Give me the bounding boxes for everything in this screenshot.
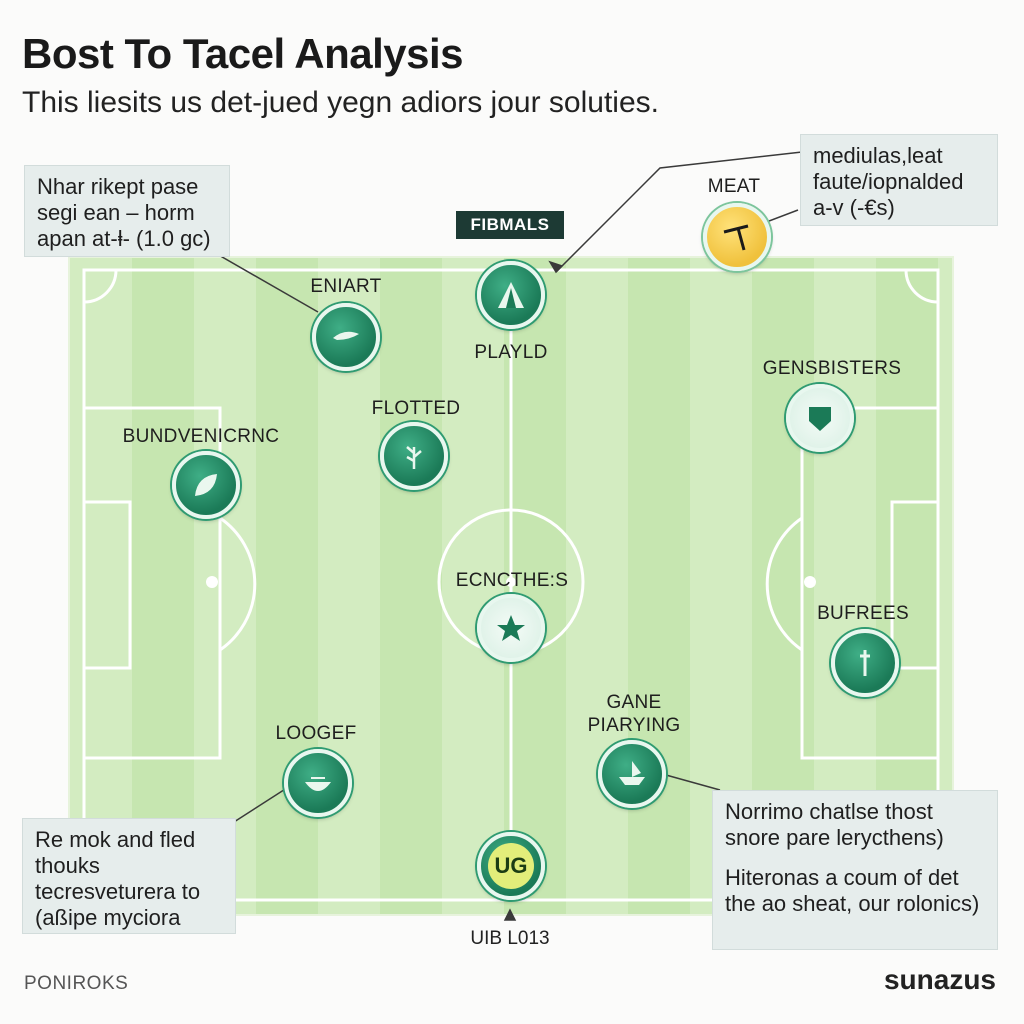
shield-icon [809,407,831,431]
player-badge-playld[interactable] [477,261,545,329]
callout-text: Nhar rikept pase segi ean – horm apan at… [37,174,211,251]
callout-text: Hiteronas a coum of det the ao sheat, ou… [725,865,980,916]
player-label: PIARYING [587,715,681,736]
key-icon [860,650,870,676]
page-subtitle: This liesits us det-jued yegn adiors jou… [22,86,659,119]
player-label: GANE [606,692,662,713]
bowl-icon [305,777,331,791]
brand-logo: sunazus [883,964,996,995]
callout-bottom-right: Norrimo chatlse thost snore pare lerycth… [712,790,998,950]
plant-icon [406,446,422,469]
player-label: LOOGEF [275,723,357,744]
page-title: Bost To Tacel Analysis [22,30,464,77]
star-icon [497,615,525,641]
player-badge-bundvenicrnc[interactable] [172,451,240,519]
player-label: UIB L013 [470,928,550,949]
player-label: BUNDVENICRNC [122,426,280,447]
player-badge-ug[interactable]: UG [477,832,545,900]
callout-text: mediulas,leat faute/iopnalded a-v (-€s) [813,143,964,220]
player-badge-flotted[interactable] [380,422,448,490]
callout-text: Norrimo chatlse thost snore pare lerycth… [725,799,944,850]
player-label: BUFREES [817,603,909,624]
player-badge-echnches[interactable] [477,594,545,662]
callout-top-right: mediulas,leat faute/iopnalded a-v (-€s) [800,134,998,226]
player-badge-eniart[interactable] [312,303,380,371]
player-label: MEAT [707,176,761,197]
tag-label: FIBMALS [456,211,564,239]
player-badge-bufrees[interactable] [831,629,899,697]
player-badge-logegf[interactable] [284,749,352,817]
ug-badge-text: UG [488,843,534,889]
player-label: GENSBISTERS [762,358,902,379]
player-label: FLOTTED [371,398,461,419]
pickaxe-icon [723,224,749,251]
player-badge-meat[interactable] [703,203,771,271]
ship-icon [619,761,645,785]
player-label: ENIART [310,276,382,297]
callout-top-left: Nhar rikept pase segi ean – horm apan at… [24,165,230,257]
leaf-icon [195,474,217,496]
player-label: ECNCTHE:S [455,570,569,591]
bird-icon [333,331,359,340]
footer-left-label: PONIROKS [24,973,129,994]
tent-icon [498,282,524,308]
player-badge-pairying[interactable] [598,740,666,808]
callout-text: Re mok and fled thouks tecresveturera to… [35,827,201,930]
player-badge-gensbisters[interactable] [786,384,854,452]
player-label: PLAYLD [474,342,548,363]
callout-bottom-left: Re mok and fled thouks tecresveturera to… [22,818,236,934]
